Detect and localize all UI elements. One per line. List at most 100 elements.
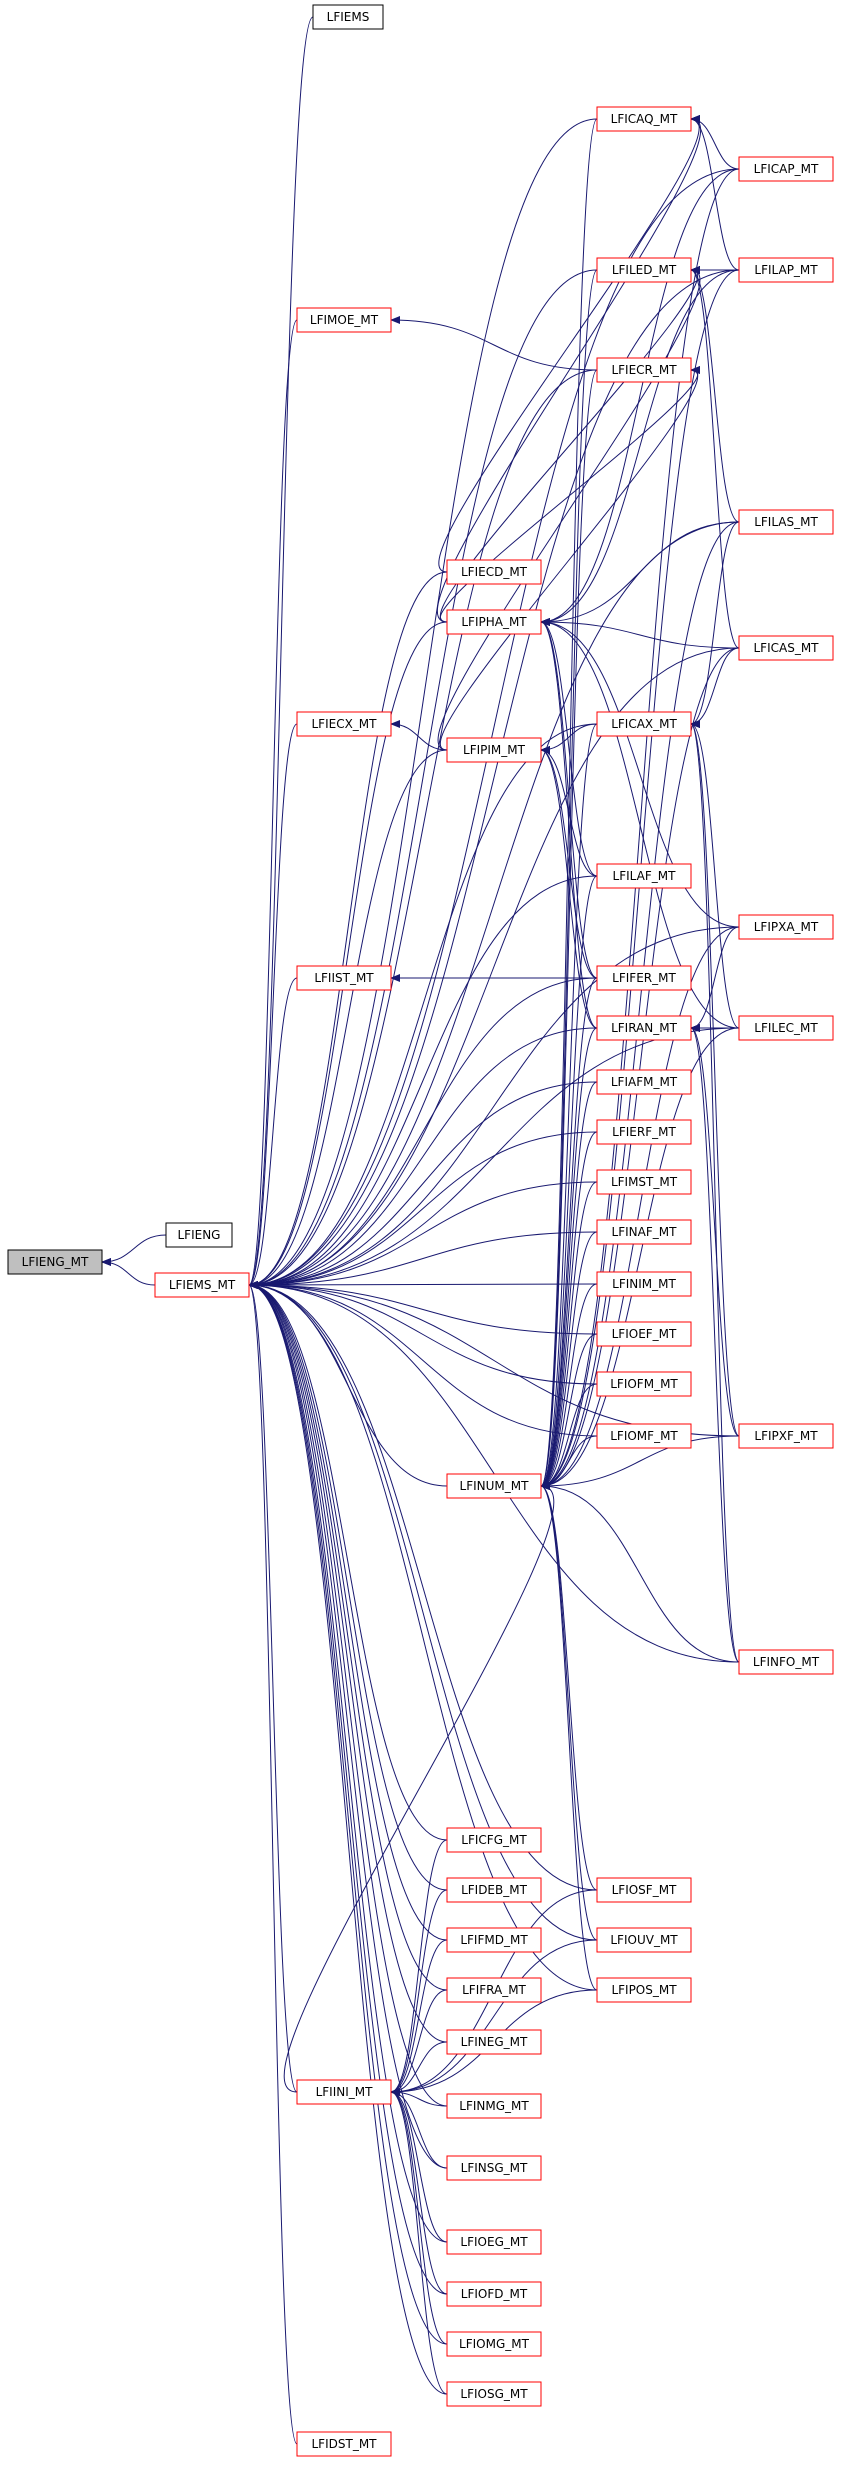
node-box-lfiofm-mt [596,1371,692,1397]
node-box-lfiecx-mt [296,711,392,737]
edge-lficas-mt-to-lfiems-mt [248,647,740,1289]
edge-lfifmd-mt-to-lfiini-mt [390,1939,448,2096]
node-lfiosf-mt[interactable]: LFIOSF_MT [596,1877,692,1903]
node-label-lfiini-mt: LFIINI_MT [316,2085,374,2099]
node-box-lfiled-mt [596,257,692,283]
node-lfifer-mt[interactable]: LFIFER_MT [596,965,692,991]
edge-lficas-mt-to-lfiled-mt [690,266,740,649]
edge-lfiecr-mt-to-lfiems-mt [248,369,598,1289]
node-lfiomg-mt[interactable]: LFIOMG_MT [446,2331,542,2357]
node-lfipxf-mt[interactable]: LFIPXF_MT [738,1423,834,1449]
node-label-lfiomg-mt: LFIOMG_MT [459,2337,530,2351]
node-lfipos-mt[interactable]: LFIPOS_MT [596,1977,692,2003]
node-label-lfiosf-mt: LFIOSF_MT [612,1883,677,1897]
node-label-lfieng: LFIENG [178,1228,221,1242]
node-lfiems[interactable]: LFIEMS [312,4,384,30]
node-label-lfinum-mt: LFINUM_MT [460,1479,530,1493]
node-lfipha-mt[interactable]: LFIPHA_MT [446,609,542,635]
node-lfiecd-mt[interactable]: LFIECD_MT [446,559,542,585]
node-lfidst-mt[interactable]: LFIDST_MT [296,2431,392,2457]
node-lfinsg-mt[interactable]: LFINSG_MT [446,2155,542,2181]
node-label-lfiafm-mt: LFIAFM_MT [611,1075,678,1089]
edge-lficas-mt-to-lficax-mt [690,647,740,728]
node-label-lfiecx-mt: LFIECX_MT [312,717,378,731]
node-lfineg-mt[interactable]: LFINEG_MT [446,2029,542,2055]
edge-lfiouv-mt-to-lfinum-mt [540,1482,598,1941]
node-lfinum-mt[interactable]: LFINUM_MT [446,1473,542,1499]
node-lfilas-mt[interactable]: LFILAS_MT [738,509,834,535]
node-lfiosg-mt[interactable]: LFIOSG_MT [446,2381,542,2407]
node-label-lfipim-mt: LFIPIM_MT [463,743,526,757]
edge-lfipxf-mt-to-lfiran-mt [690,1024,740,1437]
edge-lfioef-mt-to-lfinum-mt [540,1333,598,1490]
node-lfimst-mt[interactable]: LFIMST_MT [596,1169,692,1195]
node-lfipim-mt[interactable]: LFIPIM_MT [446,737,542,763]
node-lfinmg-mt[interactable]: LFINMG_MT [446,2093,542,2119]
edge-lfilaf-mt-to-lfipha-mt [540,618,598,877]
node-box-lfieng [165,1222,233,1248]
node-lfilec-mt[interactable]: LFILEC_MT [738,1015,834,1041]
node-lfinim-mt[interactable]: LFINIM_MT [596,1271,692,1297]
node-box-lfiofd-mt [446,2281,542,2307]
node-label-lfineg-mt: LFINEG_MT [461,2035,528,2049]
node-label-lfilas-mt: LFILAS_MT [754,515,818,529]
edge-lficap-mt-to-lfipha-mt [540,168,740,626]
edge-lficas-mt-to-lfipha-mt [540,618,740,649]
node-box-lfinum-mt [446,1473,542,1499]
edge-lfipha-mt-to-lfiecr-mt [439,366,701,623]
edge-lfinfo-mt-to-lficax-mt [690,720,740,1663]
edge-lfipim-mt-to-lfiecx-mt [390,720,448,751]
node-lfiled-mt[interactable]: LFILED_MT [596,257,692,283]
node-box-lficap-mt [738,156,834,182]
node-lficaq-mt[interactable]: LFICAQ_MT [596,106,692,132]
edge-lficaq-mt-to-lfinum-mt [540,118,598,1490]
node-label-lfiran-mt: LFIRAN_MT [611,1021,678,1035]
node-lfiofd-mt[interactable]: LFIOFD_MT [446,2281,542,2307]
node-lfiomf-mt[interactable]: LFIOMF_MT [596,1423,692,1449]
edge-lfilec-mt-to-lfiems-mt [248,1027,740,1289]
node-lfimoe-mt[interactable]: LFIMOE_MT [296,307,392,333]
node-box-lfilas-mt [738,509,834,535]
node-box-lfioeg-mt [446,2229,542,2255]
node-lfiecr-mt[interactable]: LFIECR_MT [596,357,692,383]
edge-lfifra-mt-to-lfiems-mt [248,1281,448,1991]
node-box-lfilec-mt [738,1015,834,1041]
node-box-lfiomg-mt [446,2331,542,2357]
node-lfinfo-mt[interactable]: LFINFO_MT [738,1649,834,1675]
node-lfipxa-mt[interactable]: LFIPXA_MT [738,914,834,940]
node-lficas-mt[interactable]: LFICAS_MT [738,635,834,661]
node-box-lfiomf-mt [596,1423,692,1449]
node-lfierf-mt[interactable]: LFIERF_MT [596,1119,692,1145]
edge-lfipim-mt-to-lfiems-mt [248,749,448,1289]
node-box-lfipos-mt [596,1977,692,2003]
node-lfideb-mt[interactable]: LFIDEB_MT [446,1877,542,1903]
node-label-lficfg-mt: LFICFG_MT [461,1833,527,1847]
node-lfifra-mt[interactable]: LFIFRA_MT [446,1977,542,2003]
node-lfiafm-mt[interactable]: LFIAFM_MT [596,1069,692,1095]
node-lfilap-mt[interactable]: LFILAP_MT [738,257,834,283]
node-lfiini-mt[interactable]: LFIINI_MT [296,2079,392,2105]
node-lficfg-mt[interactable]: LFICFG_MT [446,1827,542,1853]
node-lficap-mt[interactable]: LFICAP_MT [738,156,834,182]
node-lfieng[interactable]: LFIENG [165,1222,233,1248]
node-box-lfiouv-mt [596,1927,692,1953]
node-box-lfidst-mt [296,2431,392,2457]
node-lfiecx-mt[interactable]: LFIECX_MT [296,711,392,737]
node-lficax-mt[interactable]: LFICAX_MT [596,711,692,737]
node-lfiems-mt[interactable]: LFIEMS_MT [154,1272,250,1298]
node-lfiran-mt[interactable]: LFIRAN_MT [596,1015,692,1041]
node-lfiouv-mt[interactable]: LFIOUV_MT [596,1927,692,1953]
node-box-lfieng-mt [7,1249,103,1275]
node-lfifmd-mt[interactable]: LFIFMD_MT [446,1927,542,1953]
node-lfiofm-mt[interactable]: LFIOFM_MT [596,1371,692,1397]
node-lfilaf-mt[interactable]: LFILAF_MT [596,863,692,889]
node-lfinaf-mt[interactable]: LFINAF_MT [596,1219,692,1245]
edge-lfiist-mt-to-lfiems-mt [248,977,298,1289]
node-label-lfiecd-mt: LFIECD_MT [461,565,528,579]
node-lfioeg-mt[interactable]: LFIOEG_MT [446,2229,542,2255]
node-label-lfilaf-mt: LFILAF_MT [613,869,677,883]
node-lfioef-mt[interactable]: LFIOEF_MT [596,1321,692,1347]
node-box-lfiosf-mt [596,1877,692,1903]
edge-lfipxa-mt-to-lfinum-mt [540,926,740,1490]
node-lfiist-mt[interactable]: LFIIST_MT [296,965,392,991]
